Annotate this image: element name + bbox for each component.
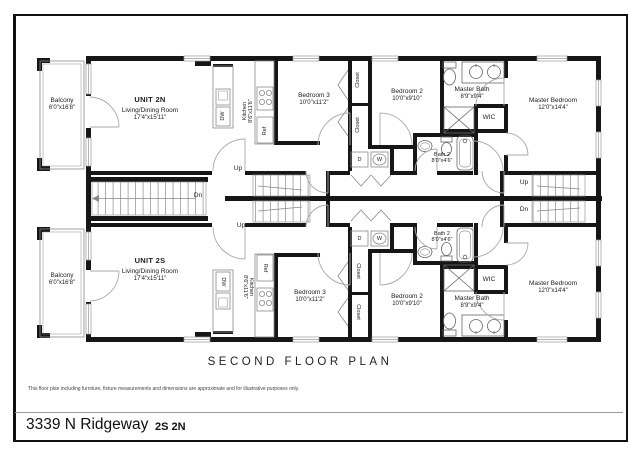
washer-box-2s (370, 230, 389, 247)
door-masterbath-2n (475, 77, 505, 107)
bifold-laundry-2n (350, 174, 392, 187)
fridge-icon-2n (256, 116, 274, 144)
label-up-mid-stairs-2s: Up (236, 222, 246, 229)
door-midstair-2n (305, 170, 329, 194)
door-masterbed-2s (472, 226, 504, 258)
door-masterbath-2s (475, 291, 505, 321)
label-washer-2n: W (376, 156, 383, 163)
kitchen-island-2s (212, 269, 234, 333)
door-bedroom2-2n (379, 112, 413, 146)
door-bedroom2-2s (379, 252, 413, 286)
stairs-middle (252, 174, 311, 223)
label-wic-2s: WIC (482, 276, 496, 283)
dryer-box-2s (350, 230, 369, 247)
door-living-2s (212, 226, 246, 260)
sink-icon-bath2-2s (417, 246, 433, 258)
label-bedroom3-2s: Bedroom 3 10'0"x11'2" (294, 289, 326, 303)
toilet-icon-mbath-2s (442, 312, 457, 337)
label-dishwasher-2n: DW (219, 111, 226, 121)
door-rightstair-2n (481, 170, 505, 194)
kitchen-island-2n (212, 65, 234, 129)
outer-border (13, 14, 628, 442)
label-kitchen-2s: Kitchen 8'6"x11'6" (242, 275, 255, 299)
bifold-closets-2n (337, 69, 349, 137)
toilet-icon-bath2-2n (440, 136, 453, 156)
dryer-box-2n (350, 151, 369, 168)
kitchen-counter-2n (254, 60, 275, 145)
label-masterbedroom-2s: Master Bedroom 12'0"x14'4" (528, 280, 578, 294)
door-wic-2n (505, 132, 529, 156)
door-bath2-2s (414, 226, 438, 250)
balcony-2n-outline (39, 60, 85, 170)
toilet-icon-bath2-2s (440, 242, 453, 262)
door-bedroom3-2n (317, 112, 351, 146)
balcony-2s-outline (39, 228, 85, 338)
label-balcony-2n: Balcony 6'0"x16'8" (48, 97, 76, 111)
doors (89, 77, 529, 321)
fixtures (417, 61, 505, 337)
bifold-closets-2s (337, 261, 349, 327)
label-up-mid-stairs-2n: Up (233, 165, 243, 172)
door-wic-2s (505, 242, 529, 266)
stairs-right (531, 174, 586, 223)
label-washer-2s: W (376, 235, 383, 242)
door-rightstair-2s (481, 204, 505, 228)
shower-icon-2s (443, 264, 475, 292)
door-bath2-2n (414, 148, 438, 172)
shower-icon-2n (443, 106, 475, 134)
label-closet-2s-b: Closet (355, 304, 362, 320)
door-balcony-2s (89, 270, 120, 302)
sink-icon-bath2-2n (417, 140, 433, 152)
washer-box-2n (370, 151, 389, 168)
label-closet-2n-b: Closet (354, 117, 361, 133)
stove-icon-2n (256, 86, 274, 111)
toilet-icon-mbath-2n (442, 61, 457, 86)
label-dn-right-stairs: Dn (519, 206, 529, 213)
label-dishwasher-2s: DW (220, 277, 227, 287)
plan-title: SECOND FLOOR PLAN (207, 356, 393, 368)
label-bath2-2n: Bath 2 8'0"x4'6" (431, 152, 453, 165)
double-sink-mbath-2n (461, 61, 505, 84)
label-closet-2n-a: Closet (354, 72, 361, 88)
label-fridge-2n: Ref (261, 126, 268, 136)
label-kitchen-2n: Kitchen 8'6"x11'6" (241, 99, 254, 123)
label-fridge-2s: Ref (262, 263, 269, 273)
label-masterbath-2n: Master Bath 8'9"x9'4" (454, 86, 490, 100)
label-bath2-2s: Bath 2 8'0"x4'6" (431, 231, 453, 244)
address-text: 3339 N Ridgeway (26, 416, 149, 433)
fridge-icon-2s (256, 254, 274, 282)
units-tag: 2S 2N (155, 421, 186, 433)
kitchen-counter-2s (254, 253, 275, 338)
bifold-laundry-2s (350, 209, 392, 222)
label-wic-2n: WIC (482, 114, 496, 121)
label-bedroom3-2n: Bedroom 3 10'0"x11'2" (298, 92, 330, 106)
double-sink-mbath-2s (461, 314, 505, 337)
label-closet-2s-a: Closet (355, 263, 362, 279)
label-unit-2s: UNIT 2S Living/Dining Room 17'4"x15'11" (121, 256, 179, 282)
stairs-left (91, 181, 207, 216)
label-bedroom2-2s: Bedroom 2 10'0"x9'10" (391, 293, 423, 307)
label-masterbath-2s: Master Bath 8'9"x9'4" (454, 295, 490, 309)
label-unit-2n: UNIT 2N Living/Dining Room 17'4"x15'11" (121, 95, 179, 121)
door-balcony-2n (89, 96, 120, 128)
label-dn-left-stairs: Dn (193, 192, 203, 199)
label-up-right-stairs: Up (519, 179, 529, 186)
door-masterbed-2n (472, 140, 504, 172)
title-block-divider (15, 412, 623, 413)
stove-icon-2s (256, 287, 274, 312)
outlines (39, 60, 392, 338)
label-bedroom2-2n: Bedroom 2 10'0"x9'10" (391, 88, 423, 102)
door-living-2n (212, 138, 246, 172)
door-midstair-2s (305, 204, 329, 228)
disclaimer-text: This floor plan including furniture, fix… (28, 386, 300, 392)
windows (85, 55, 602, 343)
label-dryer-2n: D (357, 156, 362, 163)
label-dryer-2s: D (357, 235, 362, 242)
label-balcony-2s: Balcony 6'0"x16'8" (48, 272, 76, 286)
door-bedroom3-2s (317, 252, 351, 286)
label-masterbedroom-2n: Master Bedroom 12'0"x14'4" (528, 97, 578, 111)
